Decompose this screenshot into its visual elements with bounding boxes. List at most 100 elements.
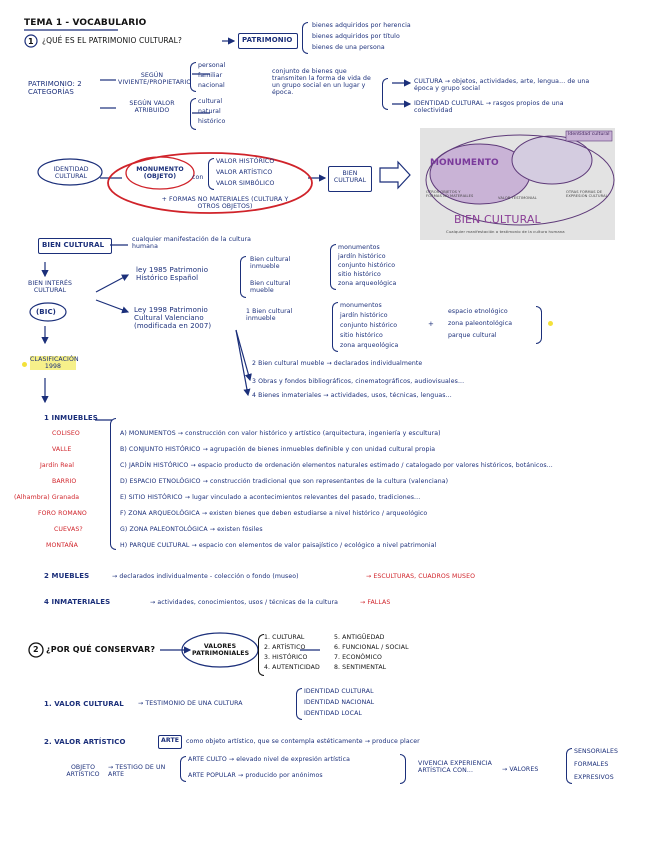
valor-item: cultural (198, 98, 223, 105)
inmueble-type: G) ZONA PALEONTOLÓGICA → existen fósiles (120, 526, 263, 533)
example-label: COLISEO (52, 430, 80, 437)
brace (566, 748, 572, 784)
valor-item: 3. HISTÓRICO (264, 654, 308, 661)
question-1: ¿QUÉ ES EL PATRIMONIO CULTURAL? (42, 36, 183, 45)
categorias-label: PATRIMONIO: 2 CATEGORÍAS (28, 80, 82, 97)
inmueble-type: F) ZONA ARQUEOLÓGICA → existen bienes qu… (120, 510, 428, 517)
valores-arrow: → VALORES (502, 766, 539, 773)
example-label: CUEVAS? (54, 526, 83, 533)
identidad-item: IDENTIDAD NACIONAL (304, 699, 375, 706)
example-label: VALLE (52, 446, 72, 453)
valor-cultural-text: → TESTIMONIO DE UNA CULTURA (138, 700, 243, 707)
identidad-item: IDENTIDAD CULTURAL (304, 688, 374, 695)
example-label: Jardín Real (40, 462, 75, 469)
valor-item: 4. AUTENTICIDAD (264, 664, 320, 671)
diagram-identidad: Identidad cultural (568, 132, 610, 137)
arte-popular: ARTE POPULAR → producido por anónimos (188, 772, 323, 779)
brace (302, 22, 308, 54)
mueble-85: Bien cultural mueble (250, 280, 291, 295)
valor: VALOR HISTÓRICO (216, 158, 275, 165)
def-item: bienes adquiridos por título (312, 33, 400, 40)
bien-cultural-box (328, 166, 372, 192)
brace (208, 158, 214, 190)
brace (296, 688, 302, 720)
diagram-monumento: MONUMENTO (430, 158, 499, 168)
inmueble-type: D) ESPACIO ETNOLÓGICO → construcción tra… (120, 478, 449, 485)
brace (240, 256, 246, 298)
clasificacion: CLASIFICACIÓN 1998 (30, 356, 79, 371)
valor-item: natural (198, 108, 221, 115)
example-label: (Alhambra) Granada (14, 494, 80, 501)
inmueble-type: C) JARDÍN HISTÓRICO → espacio producto d… (120, 462, 553, 469)
ley-1998: Ley 1998 Patrimonio Cultural Valenciano … (134, 306, 212, 331)
brace (330, 244, 336, 290)
inmueble-85-item: jardín histórico (338, 253, 386, 260)
inmateriales-example: → FALLAS (360, 599, 391, 606)
inmueble-85-item: sitio histórico (338, 271, 381, 278)
valor-item: histórico (198, 118, 226, 125)
identidad-item: IDENTIDAD LOCAL (304, 710, 362, 717)
identidad-oval: IDENTIDAD CULTURAL (53, 166, 89, 181)
valores-cloud: VALORES PATRIMONIALES (192, 643, 250, 658)
valor-item: 7. ECONÓMICO (334, 654, 383, 661)
muebles-label: 2 MUEBLES (44, 572, 90, 580)
cultura-def: CULTURA → objetos, actividades, arte, le… (414, 78, 590, 93)
term-patrimonio: PATRIMONIO (242, 36, 293, 44)
propietario-item: familiar (198, 72, 223, 79)
question-number: 1 (28, 37, 34, 46)
example-label: BARRIO (52, 478, 77, 485)
arte-label: ARTE (161, 737, 180, 744)
diagram-bien-cultural: BIEN CULTURAL (454, 213, 541, 226)
muebles-text: → declarados individualmente - colección… (112, 573, 299, 580)
question-2: ¿POR QUÉ CONSERVAR? (46, 645, 156, 654)
inmueble-85-item: monumentos (338, 244, 380, 251)
brace (400, 754, 406, 784)
bien-cultural-diagram: Identidad cultural MONUMENTO OTROS OBJET… (420, 128, 615, 240)
inmueble-98-item: jardín histórico (340, 312, 388, 319)
diagram-mid-text: VALOR TESTIMONIAL (498, 196, 537, 200)
diagram-graphic (425, 130, 615, 226)
valor: VALOR ARTÍSTICO (216, 169, 273, 176)
inmateriales-text: → actividades, conocimientos, usos / téc… (150, 599, 338, 606)
brace (536, 306, 542, 344)
inmueble-type: E) SITIO HISTÓRICO → lugar vinculado a a… (120, 494, 421, 501)
page-title: TEMA 1 - VOCABULARIO (24, 18, 147, 28)
inmuebles-label: 1 INMUEBLES (44, 414, 98, 422)
valor-artistico-text: como objeto artístico, que se contempla … (186, 738, 420, 745)
example-label: MONTAÑA (46, 542, 78, 549)
propietario-item: personal (198, 62, 226, 69)
plus-sign: + (428, 320, 434, 328)
arte-box (158, 735, 182, 749)
inmueble-98-item: zona arqueológica (340, 342, 399, 349)
inmueble-85-item: conjunto histórico (338, 262, 396, 269)
brace (110, 418, 116, 550)
extra-item: espacio etnológico (448, 308, 508, 315)
inmueble-98-item: conjunto histórico (340, 322, 398, 329)
inmueble-85: Bien cultural inmueble (250, 256, 291, 271)
valor-item: 8. SENTIMENTAL (334, 664, 387, 671)
highlight-dot (22, 362, 27, 367)
diagram-left-text: OTROS OBJETOS Y FORMAS NO MATERIALES (426, 190, 474, 199)
inmueble-85-item: zona arqueológica (338, 280, 397, 287)
inmueble-type: A) MONUMENTOS → construcción con valor h… (120, 430, 441, 437)
formas-no-materiales: + FORMAS NO MATERIALES (CULTURA Y OTROS … (161, 196, 289, 211)
segun-propietario: SEGÚN VIVIENTE/PROPIETARIO (118, 72, 192, 87)
brace (258, 634, 264, 676)
bienes-inmateriales: 4 Bienes inmateriales → actividades, uso… (252, 392, 452, 399)
inmueble-type: H) PARQUE CULTURAL → espacio con element… (120, 542, 437, 549)
inmueble-type: B) CONJUNTO HISTÓRICO → agrupación de bi… (120, 446, 436, 453)
valor: VALOR SIMBÓLICO (216, 180, 275, 187)
question-number: 2 (33, 645, 39, 654)
valores-item: SENSORIALES (574, 748, 619, 755)
def-item: bienes adquiridos por herencia (312, 22, 411, 29)
valor-cultural-label: 1. VALOR CULTURAL (44, 700, 124, 708)
obras-fondos: 3 Obras y fondos bibliográficos, cinemat… (252, 378, 465, 385)
bien-cultural-box (38, 238, 112, 254)
brace (382, 78, 388, 110)
valor-item: 2. ARTÍSTICO (264, 644, 306, 651)
inmueble-98-item: monumentos (340, 302, 382, 309)
bic-label: BIEN INTERÉS CULTURAL (27, 280, 73, 295)
testigo-arte: → TESTIGO DE UN ARTE (108, 764, 166, 779)
conjunto-def: conjunto de bienes que transmiten la for… (272, 68, 371, 97)
bic-abbr: (BIC) (36, 308, 56, 316)
